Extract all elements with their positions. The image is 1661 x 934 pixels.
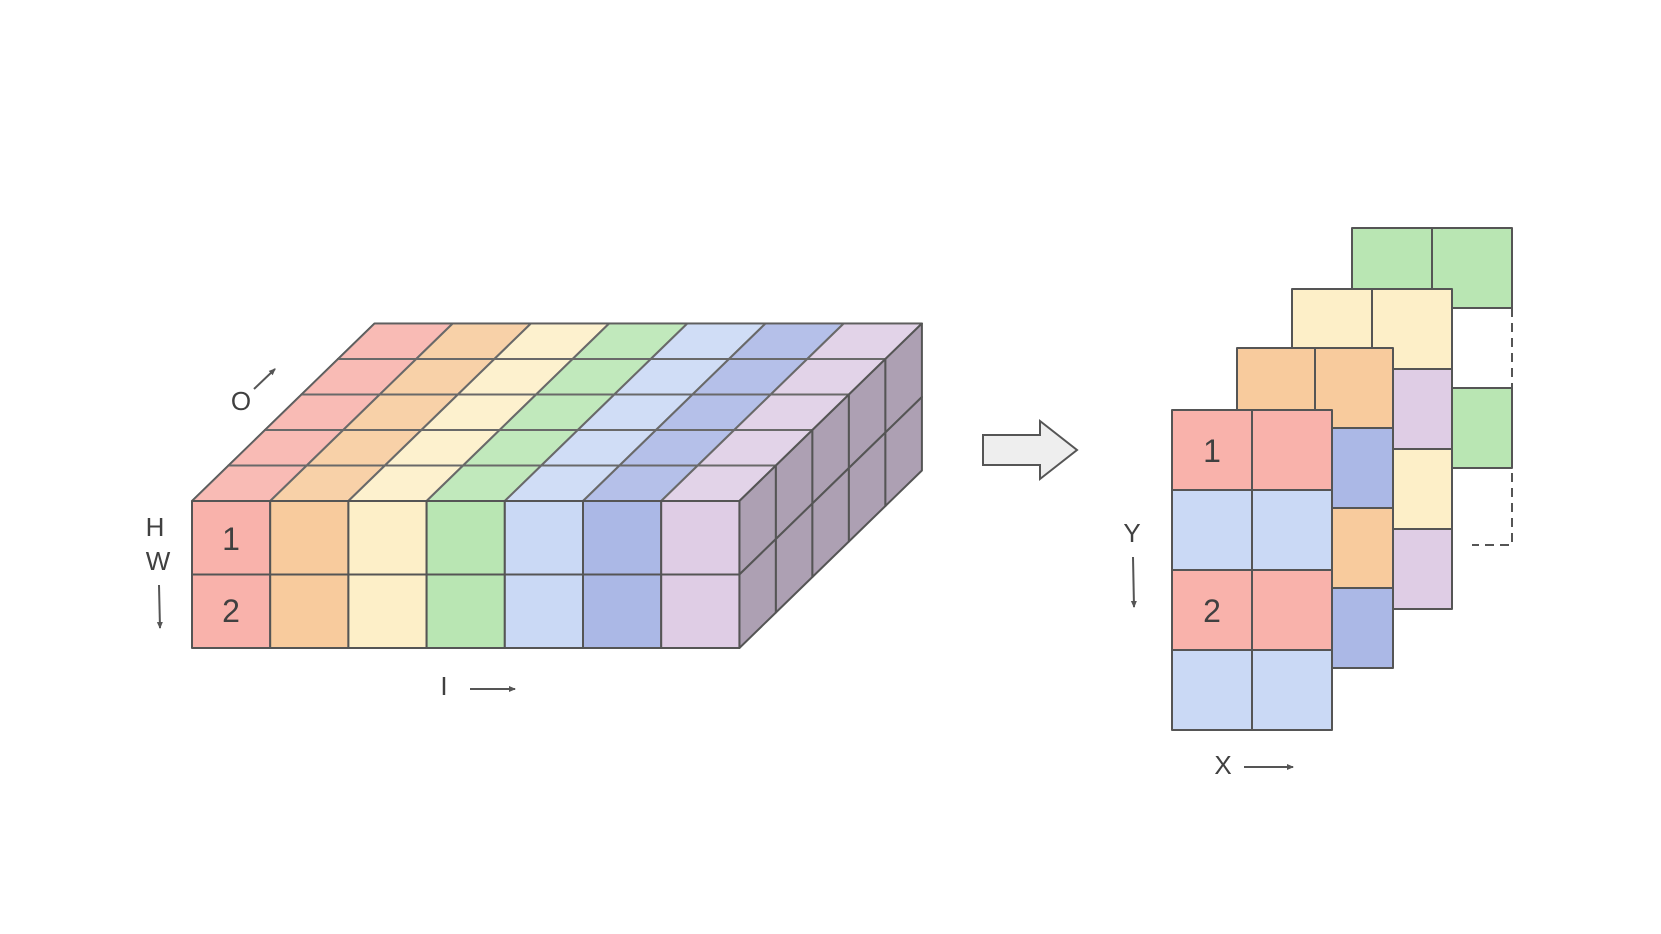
front-face-cell: [582, 500, 663, 576]
front-face-cell: [582, 573, 663, 649]
plane-front-cell: [1251, 649, 1333, 731]
plane-front-cell: [1171, 489, 1253, 571]
output-cell-1-label: 1: [1203, 433, 1221, 469]
axis-o-label: O: [231, 386, 251, 416]
top-face-shade: [192, 323, 922, 501]
axis-x-label: X: [1214, 750, 1231, 780]
hidden-plane-outline: [1472, 308, 1513, 546]
axis-h-label: H: [146, 512, 165, 542]
front-cell-1-label: 1: [222, 521, 240, 557]
front-face-cell: [347, 573, 428, 649]
front-face-cell: [269, 573, 350, 649]
plane-front-cell: [1251, 569, 1333, 651]
right-arrow-icon: [982, 418, 1079, 482]
front-face-cell: [347, 500, 428, 576]
front-face-cell: [425, 573, 506, 649]
plane-front-cell: [1251, 409, 1333, 491]
front-face-cell: [503, 573, 584, 649]
front-face-cell: [269, 500, 350, 576]
front-face-cell: [425, 500, 506, 576]
axis-w-label: W: [146, 546, 171, 576]
side-face-cell: [884, 396, 923, 507]
front-face-cell: [660, 573, 741, 649]
axis-o-arrow: [253, 368, 276, 390]
output-cell-2-label: 2: [1203, 593, 1221, 629]
axis-hw-arrow: [156, 584, 163, 629]
front-face-cell: [503, 500, 584, 576]
front-face-cell: [660, 500, 741, 576]
axis-y-arrow: [1130, 556, 1137, 608]
output-axis-labels: 1 2 Y X: [1123, 433, 1294, 780]
output-plane-stack: [1171, 227, 1513, 731]
front-cell-2-label: 2: [222, 593, 240, 629]
weight-tensor-cuboid: [191, 322, 923, 649]
axis-y-label: Y: [1123, 518, 1140, 548]
axis-i-label: I: [440, 671, 447, 701]
weight-tensor-axis-labels: 1 2 O H W I: [146, 368, 516, 701]
plane-front-cell: [1171, 649, 1253, 731]
plane-front-cell: [1251, 489, 1333, 571]
